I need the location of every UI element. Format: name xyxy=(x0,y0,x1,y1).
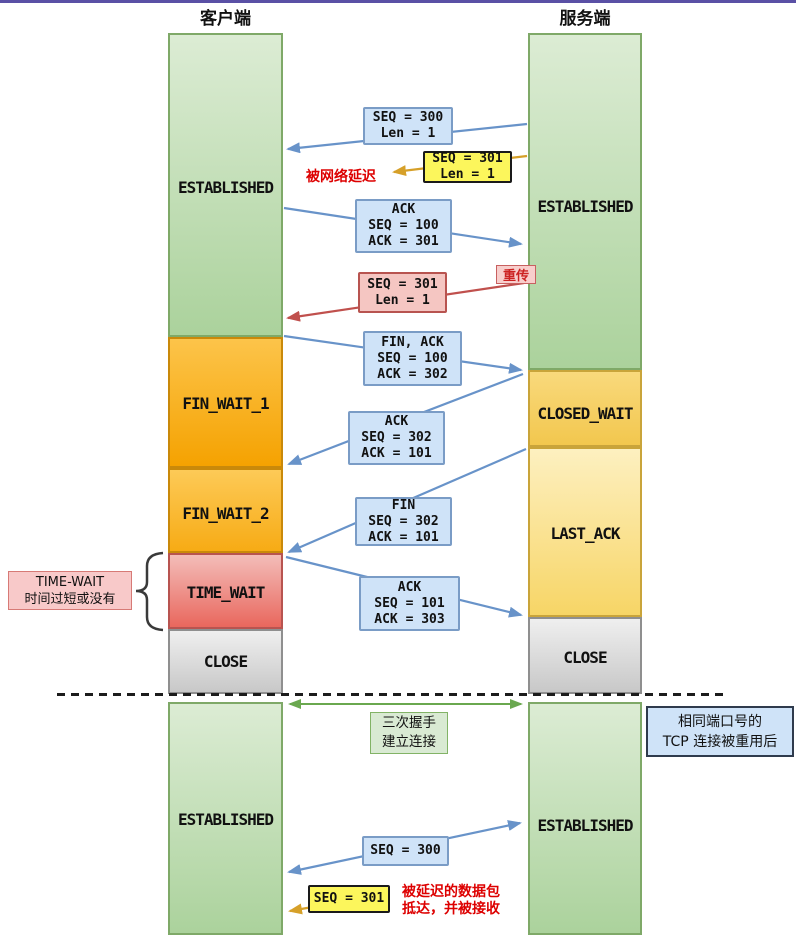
server-state-closed-wait: CLOSED_WAIT xyxy=(537,404,634,423)
client-fin-wait-2-segment xyxy=(168,468,283,553)
client-state-close: CLOSE xyxy=(203,652,248,671)
server-state-last-ack: LAST_ACK xyxy=(550,524,620,543)
server-last-ack-segment xyxy=(528,447,642,617)
server-state-reused-established: ESTABLISHED xyxy=(537,816,634,835)
connection-separator-dashed-line xyxy=(57,693,723,696)
message-ack-301: ACK SEQ = 100 ACK = 301 xyxy=(355,199,452,253)
top-rule xyxy=(0,0,796,3)
server-state-established: ESTABLISHED xyxy=(537,197,634,216)
client-state-time-wait: TIME_WAIT xyxy=(186,583,266,602)
port-reuse-note: 相同端口号的 TCP 连接被重用后 xyxy=(646,706,794,757)
message-seq301-retransmit: SEQ = 301 Len = 1 xyxy=(358,272,447,313)
message-fin-ack: FIN, ACK SEQ = 100 ACK = 302 xyxy=(363,331,462,386)
retransmit-tag: 重传 xyxy=(496,265,536,284)
client-state-reused-established: ESTABLISHED xyxy=(178,810,274,829)
message-seq300-reused: SEQ = 300 xyxy=(362,836,449,866)
message-fin: FIN SEQ = 302 ACK = 101 xyxy=(355,497,452,546)
network-delay-note: 被网络延迟 xyxy=(306,169,376,185)
client-established-segment xyxy=(168,33,283,337)
message-ack-303: ACK SEQ = 101 ACK = 303 xyxy=(359,576,460,631)
client-reused-established-segment xyxy=(168,702,283,935)
client-header: 客户端 xyxy=(200,9,251,29)
client-state-fin-wait-2: FIN_WAIT_2 xyxy=(182,504,269,523)
server-header: 服务端 xyxy=(559,9,611,29)
client-state-established: ESTABLISHED xyxy=(178,178,274,197)
message-seq300: SEQ = 300 Len = 1 xyxy=(363,107,453,145)
handshake-note: 三次握手 建立连接 xyxy=(370,712,448,754)
server-reused-established-segment xyxy=(528,702,642,935)
client-time-wait-segment xyxy=(168,553,283,629)
client-fin-wait-1-segment xyxy=(168,337,283,468)
server-state-close: CLOSE xyxy=(563,648,607,667)
time-wait-note: TIME-WAIT 时间过短或没有 xyxy=(8,571,132,610)
message-seq301-arrives: SEQ = 301 xyxy=(308,885,390,913)
server-close-segment xyxy=(528,617,642,694)
message-ack-101: ACK SEQ = 302 ACK = 101 xyxy=(348,411,445,465)
message-seq301-delayed: SEQ = 301 Len = 1 xyxy=(423,151,512,183)
client-state-fin-wait-1: FIN_WAIT_1 xyxy=(182,394,269,413)
time-wait-brace xyxy=(135,551,164,632)
delayed-packet-note: 被延迟的数据包 抵达，并被接收 xyxy=(402,884,500,917)
server-closed-wait-segment xyxy=(528,370,642,447)
server-established-segment xyxy=(528,33,642,370)
